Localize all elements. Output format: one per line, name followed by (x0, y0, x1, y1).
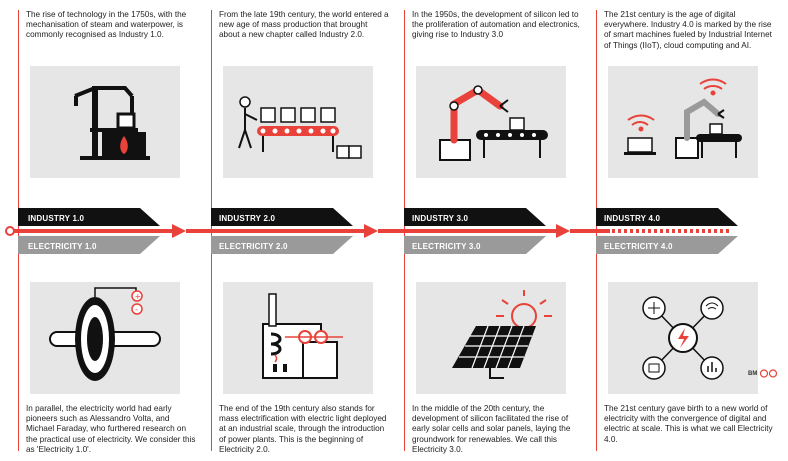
power-plant-icon (262, 293, 343, 379)
electricity-description: The 21st century gave birth to a new wor… (604, 404, 773, 444)
industry-4-label: INDUSTRY 4.0 (604, 214, 661, 223)
timeline-graphic (5, 208, 738, 254)
industry-description: The rise of technology in the 1750s, wit… (26, 10, 187, 40)
svg-text:-: - (135, 305, 138, 314)
electricity-1-label: ELECTRICITY 1.0 (28, 242, 97, 251)
column-4: The 21st century is the age of digital e… (578, 0, 773, 461)
steam-engine-icon (74, 86, 150, 160)
industry-description: In the 1950s, the development of silicon… (412, 10, 580, 40)
brand-mark-icon (759, 369, 778, 378)
electricity-illustration (223, 282, 373, 394)
industry-1-label: INDUSTRY 1.0 (28, 214, 85, 223)
electricity-illustration (608, 282, 758, 394)
industry-illustration (608, 66, 758, 178)
digital-electric-network-icon (642, 296, 724, 380)
brand-logo-text: BM (748, 371, 758, 378)
electricity-illustration (416, 282, 566, 394)
column-3: In the 1950s, the development of silicon… (386, 0, 580, 461)
industry-illustration (416, 66, 566, 178)
industry-illustration (223, 66, 373, 178)
robotic-arm-icon (439, 85, 548, 161)
electricity-description: In the middle of the 20th century, the d… (412, 404, 571, 454)
industry-illustration (30, 66, 180, 178)
column-1: The rise of technology in the 1750s, wit… (0, 0, 195, 461)
electricity-illustration: + - (30, 282, 180, 394)
electricity-description: In parallel, the electricity world had e… (26, 404, 196, 454)
smart-factory-icon (624, 78, 742, 159)
assembly-line-icon (238, 96, 362, 159)
industry-3-label: INDUSTRY 3.0 (412, 214, 469, 223)
solar-panel-icon (452, 290, 552, 379)
svg-text:+: + (135, 292, 142, 301)
electricity-2-label: ELECTRICITY 2.0 (219, 242, 288, 251)
electricity-4-label: ELECTRICITY 4.0 (604, 242, 673, 251)
brand-logo: BM (748, 369, 779, 378)
column-2: From the late 19th century, the world en… (193, 0, 389, 461)
industry-description: The 21st century is the age of digital e… (604, 10, 772, 50)
industry-description: From the late 19th century, the world en… (219, 10, 389, 40)
electricity-description: The end of the 19th century also stands … (219, 404, 387, 454)
electricity-3-label: ELECTRICITY 3.0 (412, 242, 481, 251)
dynamo-icon: + - (49, 287, 161, 381)
industry-2-label: INDUSTRY 2.0 (219, 214, 276, 223)
timeline: INDUSTRY 1.0 INDUSTRY 2.0 INDUSTRY 3.0 I… (0, 200, 788, 270)
